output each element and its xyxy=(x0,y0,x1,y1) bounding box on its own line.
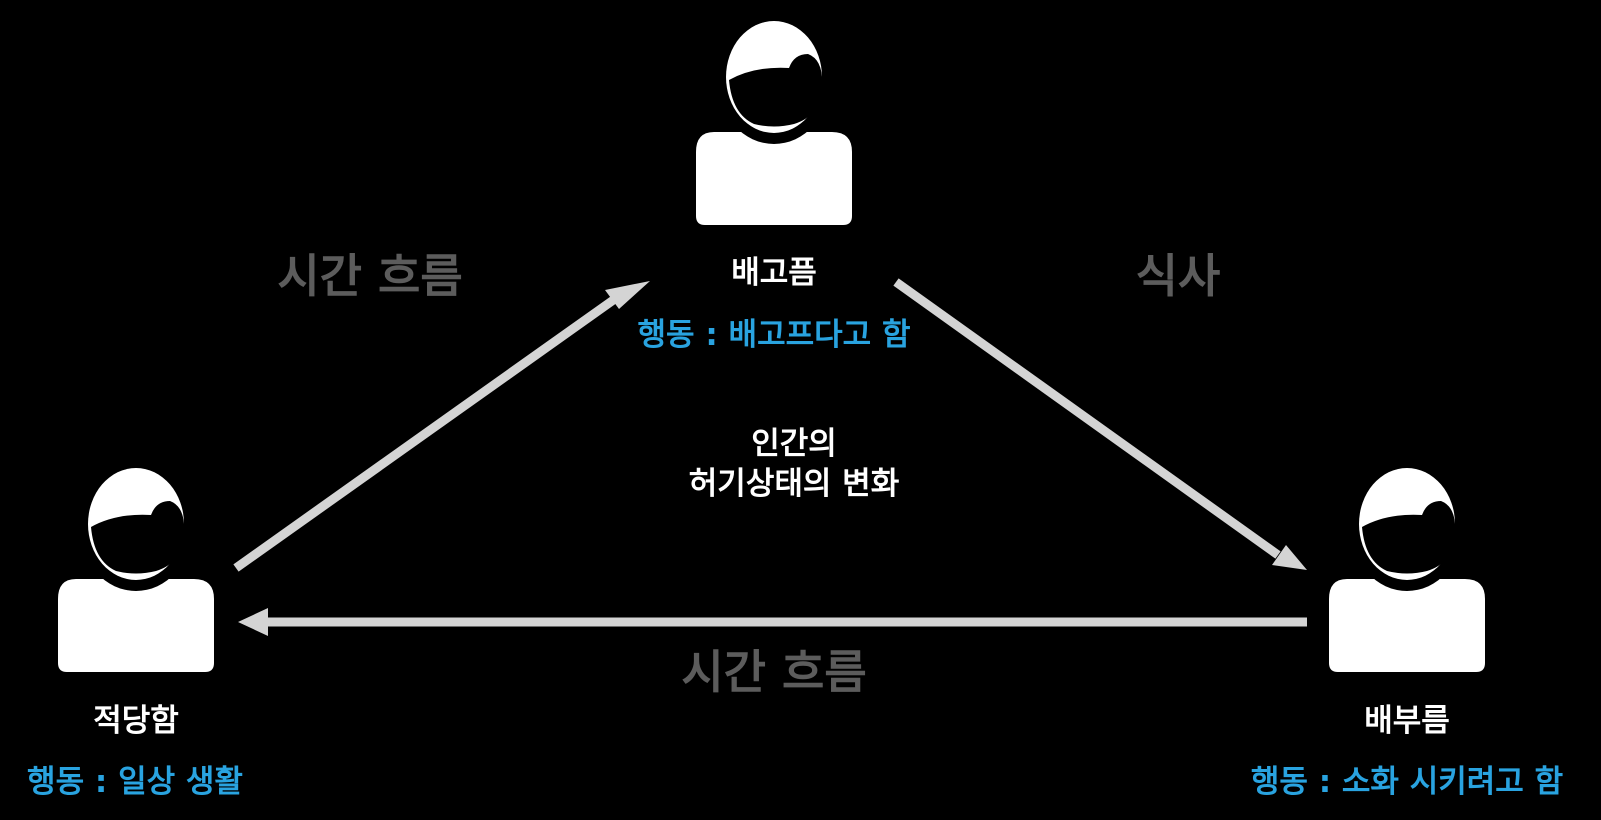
center-title-line-1: 인간의 xyxy=(751,426,837,462)
action-label-hungry: 행동 : 배고프다고 함 xyxy=(637,317,911,353)
person-icon xyxy=(694,20,854,225)
state-label-full: 배부름 xyxy=(1364,703,1450,739)
edge-label-hungry-to-full: 식사 xyxy=(1135,249,1221,303)
center-title-line-2: 허기상태의 변화 xyxy=(688,466,900,502)
arrow-moderate-to-hungry xyxy=(233,281,650,572)
person-icon xyxy=(1327,467,1487,672)
arrow-full-to-moderate xyxy=(238,608,1307,636)
edge-label-moderate-to-hungry: 시간 흐름 xyxy=(277,249,463,303)
edge-label-full-to-moderate: 시간 흐름 xyxy=(681,645,867,699)
center-title: 인간의 허기상태의 변화 xyxy=(624,424,964,504)
person-icon xyxy=(56,467,216,672)
action-label-full: 행동 : 소화 시키려고 함 xyxy=(1250,764,1564,800)
action-label-moderate: 행동 : 일상 생활 xyxy=(27,764,243,800)
arrow-hungry-to-full xyxy=(893,278,1307,570)
state-label-hungry: 배고픔 xyxy=(731,255,817,291)
state-label-moderate: 적당함 xyxy=(93,703,179,739)
